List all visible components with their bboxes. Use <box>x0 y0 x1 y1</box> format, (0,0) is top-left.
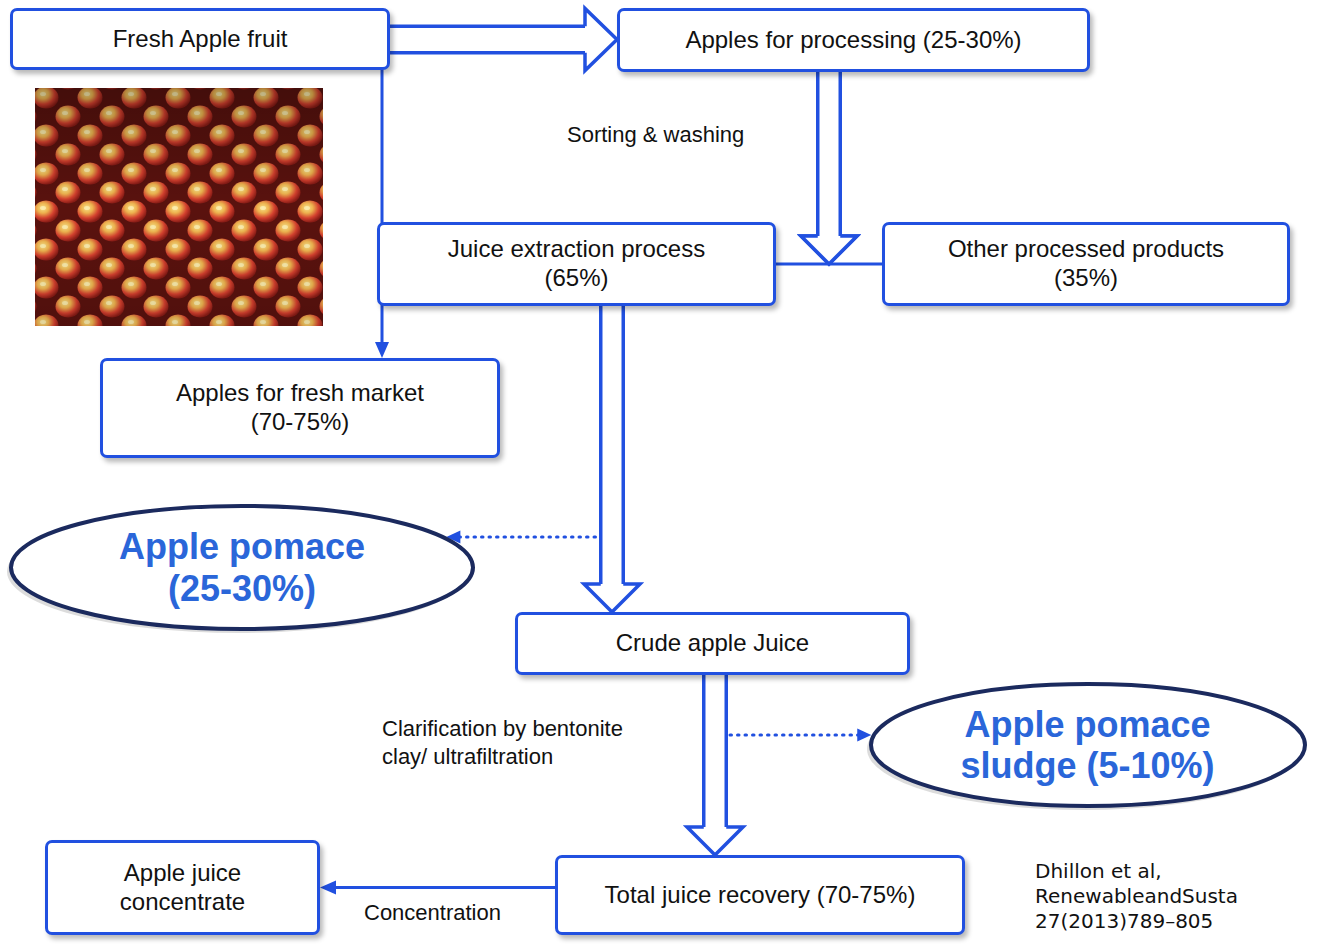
product-box: Apple juice concentrate <box>45 840 320 935</box>
arrow-shaft-fill <box>390 28 585 51</box>
process-box: Apples for processing (25-30%) <box>617 8 1090 72</box>
source-box: Fresh Apple fruit <box>10 8 390 70</box>
arrow-head <box>584 584 640 612</box>
node-text: Total juice recovery (70-75%) <box>605 881 916 910</box>
node-text: Apples for processing (25-30%) <box>685 26 1021 55</box>
node-text: Juice extraction process (65%) <box>432 235 722 293</box>
edge-label: Concentration <box>362 898 503 928</box>
arrow-head <box>801 236 857 264</box>
process-box: Crude apple Juice <box>515 612 910 675</box>
ellipse-border <box>871 684 1305 806</box>
node-text: Other processed products (35%) <box>936 235 1236 293</box>
flow-connector <box>801 72 882 264</box>
flow-connector <box>584 306 640 612</box>
node-text: Apple pomace (25-30%) <box>97 526 387 609</box>
flow-line <box>776 263 829 266</box>
edge-label: Sorting & washing <box>565 120 746 150</box>
arrow-head <box>585 9 617 71</box>
node-text: Apples for fresh market (70-75%) <box>155 379 445 437</box>
node-text: Crude apple Juice <box>616 629 809 658</box>
process-box: Juice extraction process (65%) <box>377 222 776 306</box>
arrow-shaft-outline <box>702 675 728 827</box>
node-text: Apple pomace sludge (5-10%) <box>938 704 1238 787</box>
arrow-shaft-fill <box>820 72 839 236</box>
arrow-head <box>801 236 857 264</box>
byproduct-ellipse: Apple pomace sludge (5-10%) <box>865 678 1311 812</box>
process-box: Other processed products (35%) <box>882 222 1290 306</box>
arrow-shaft-outline <box>599 306 625 584</box>
node-text: Apple juice concentrate <box>88 859 278 917</box>
flow-connector <box>715 675 871 742</box>
ellipse-border <box>11 506 473 629</box>
citation-note: Dhillon et al, RenewableandSusta 27(2013… <box>1033 858 1277 935</box>
flow-line <box>829 263 882 266</box>
arrow-shaft-outline <box>390 25 585 55</box>
arrow-head <box>687 827 743 855</box>
market-box: Apples for fresh market (70-75%) <box>100 358 500 458</box>
arrow-shaft-outline <box>816 72 842 236</box>
product-box: Total juice recovery (70-75%) <box>555 855 965 935</box>
arrow-head <box>375 342 389 358</box>
arrow-shaft-fill <box>603 306 622 584</box>
flow-line <box>335 886 555 889</box>
arrow-shaft-fill <box>820 72 839 236</box>
flow-connector <box>776 72 857 264</box>
arrow-shaft-fill <box>706 675 725 827</box>
flow-connector <box>375 70 389 358</box>
photo-shading <box>35 88 323 326</box>
apple-photo <box>35 88 323 326</box>
arrow-shaft-outline <box>816 72 842 236</box>
flow-connector <box>320 881 555 895</box>
dotted-connector <box>715 675 858 735</box>
flow-connector <box>687 675 743 855</box>
edge-label: Clarification by bentonite clay/ ultrafi… <box>380 714 674 771</box>
node-text: Fresh Apple fruit <box>113 25 288 54</box>
flow-connector <box>390 9 617 71</box>
arrow-head <box>320 881 336 895</box>
apple-crates <box>35 88 323 326</box>
byproduct-ellipse: Apple pomace (25-30%) <box>5 500 479 635</box>
